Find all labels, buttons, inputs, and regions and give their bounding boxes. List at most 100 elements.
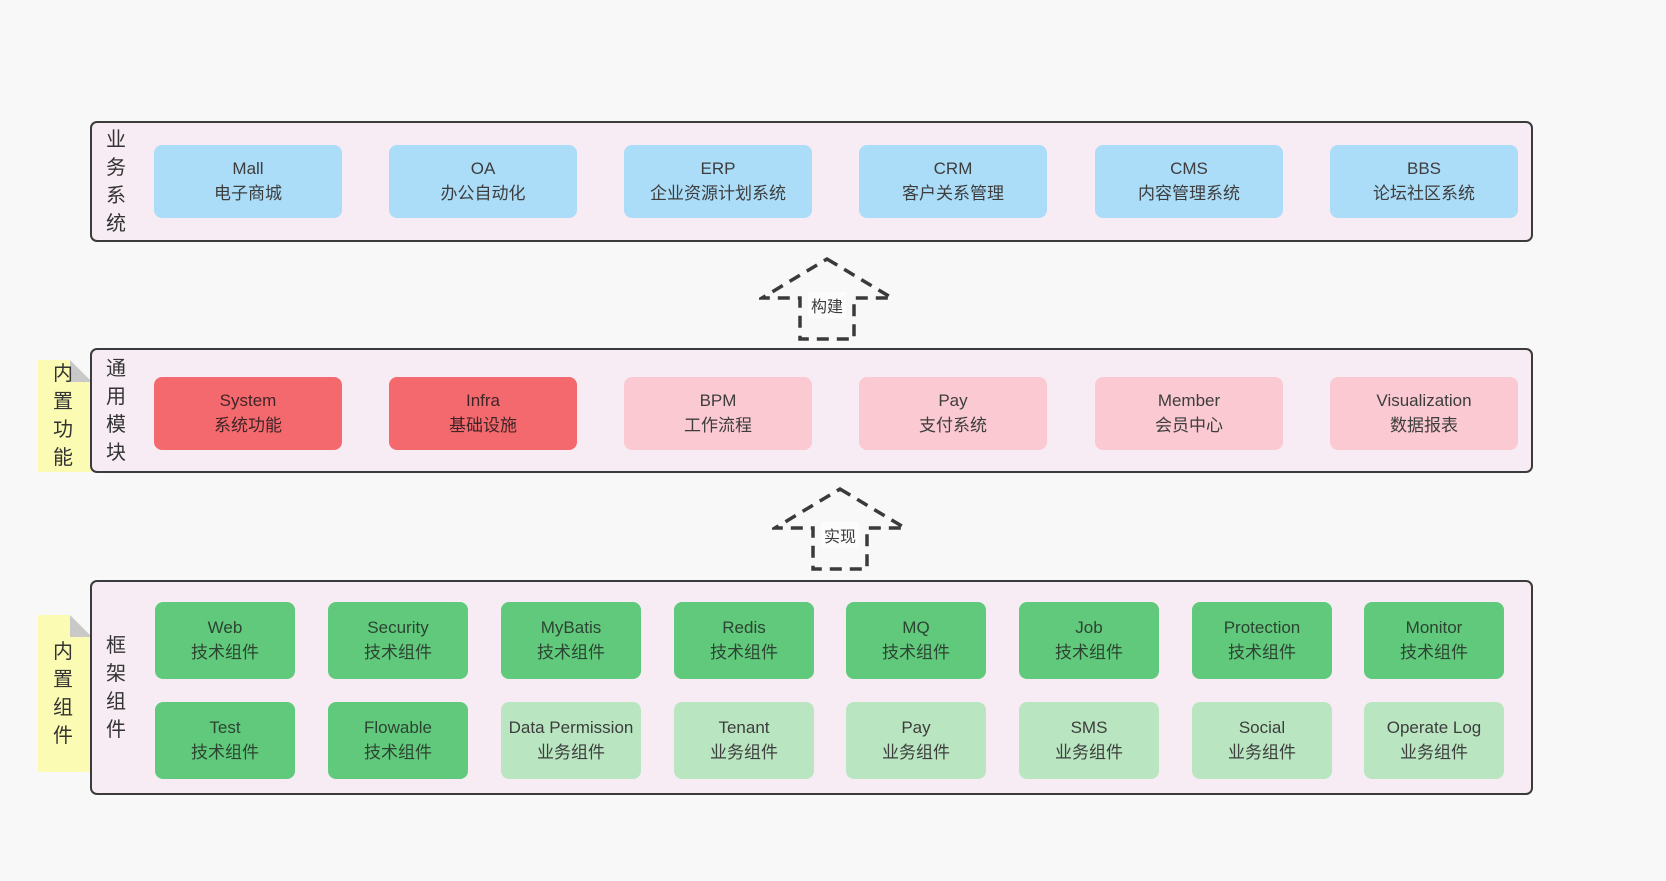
dashed-up-arrow-icon: [772, 486, 908, 571]
box-subtitle: 内容管理系统: [1138, 183, 1240, 203]
box-title: Infra: [465, 390, 501, 410]
box-title: Redis: [722, 617, 766, 637]
box-mq: MQ 技术组件: [846, 602, 986, 679]
box-subtitle: 技术组件: [1400, 642, 1468, 662]
box-subtitle: 技术组件: [882, 642, 950, 662]
box-oa: OA 办公自动化: [389, 145, 577, 218]
box-subtitle: 技术组件: [364, 742, 432, 762]
common-modules-label: 通用模块: [106, 357, 126, 464]
arrow-implement-label: 实现: [820, 522, 860, 548]
framework-components-panel: 框架组件 Web 技术组件 Security 技术组件 MyBatis 技术组件…: [90, 580, 1533, 795]
box-title: Pay: [938, 390, 968, 410]
box-monitor: Monitor 技术组件: [1364, 602, 1504, 679]
box-subtitle: 技术组件: [1055, 642, 1123, 662]
box-subtitle: 企业资源计划系统: [650, 183, 786, 203]
box-operate-log: Operate Log 业务组件: [1364, 702, 1504, 779]
box-subtitle: 技术组件: [191, 642, 259, 662]
box-title: Web: [207, 617, 243, 637]
box-subtitle: 业务组件: [1055, 742, 1123, 762]
box-title: Member: [1157, 390, 1221, 410]
business-systems-panel: 业务系统 Mall 电子商城 OA 办公自动化 ERP 企业资源计划系统 CRM…: [90, 121, 1533, 242]
box-title: MQ: [902, 617, 930, 637]
box-bpm: BPM 工作流程: [624, 377, 812, 450]
box-title: Security: [367, 617, 429, 637]
box-title: Visualization: [1376, 390, 1472, 410]
framework-components-label: 框架组件: [106, 634, 126, 741]
box-member: Member 会员中心: [1095, 377, 1283, 450]
box-subtitle: 业务组件: [537, 742, 605, 762]
box-title: BBS: [1406, 158, 1442, 178]
box-infra: Infra 基础设施: [389, 377, 577, 450]
box-title: Operate Log: [1386, 717, 1482, 737]
up-arrow-implement: 实现: [772, 486, 908, 572]
box-title: OA: [470, 158, 496, 178]
box-title: Mall: [232, 158, 264, 178]
box-crm: CRM 客户关系管理: [859, 145, 1047, 218]
box-title: System: [219, 390, 277, 410]
box-subtitle: 技术组件: [1228, 642, 1296, 662]
box-flowable: Flowable 技术组件: [328, 702, 468, 779]
box-tenant: Tenant 业务组件: [674, 702, 814, 779]
box-subtitle: 技术组件: [710, 642, 778, 662]
box-subtitle: 系统功能: [214, 415, 282, 435]
box-title: MyBatis: [540, 617, 602, 637]
box-title: Protection: [1223, 617, 1301, 637]
box-title: CMS: [1170, 158, 1208, 178]
dashed-up-arrow-icon: [759, 256, 895, 341]
box-visualization: Visualization 数据报表: [1330, 377, 1518, 450]
sticky-builtin-features-label: 内置功能: [53, 363, 73, 469]
sticky-note-builtin-components: 内置组件: [38, 615, 92, 772]
folded-corner-icon: [70, 615, 92, 637]
box-title: Test: [209, 717, 241, 737]
box-title: Data Permission: [508, 717, 634, 737]
box-subtitle: 支付系统: [919, 415, 987, 435]
box-mall: Mall 电子商城: [154, 145, 342, 218]
arrow-build-label: 构建: [807, 292, 847, 318]
box-mybatis: MyBatis 技术组件: [501, 602, 641, 679]
box-subtitle: 电子商城: [214, 183, 282, 203]
box-title: Job: [1075, 617, 1103, 637]
box-data-permission: Data Permission 业务组件: [501, 702, 641, 779]
sticky-builtin-components-label: 内置组件: [53, 640, 73, 747]
box-subtitle: 技术组件: [537, 642, 605, 662]
box-subtitle: 会员中心: [1155, 415, 1223, 435]
box-subtitle: 业务组件: [1228, 742, 1296, 762]
box-title: Flowable: [363, 717, 433, 737]
common-modules-panel: 通用模块 System 系统功能 Infra 基础设施 BPM 工作流程 Pay…: [90, 348, 1533, 473]
box-title: SMS: [1070, 717, 1108, 737]
business-systems-label: 业务系统: [106, 128, 126, 235]
box-test: Test 技术组件: [155, 702, 295, 779]
box-subtitle: 工作流程: [684, 415, 752, 435]
box-title: Monitor: [1405, 617, 1463, 637]
box-subtitle: 业务组件: [1400, 742, 1468, 762]
box-erp: ERP 企业资源计划系统: [624, 145, 812, 218]
box-subtitle: 办公自动化: [440, 183, 526, 203]
box-subtitle: 技术组件: [364, 642, 432, 662]
box-sms: SMS 业务组件: [1019, 702, 1159, 779]
box-system: System 系统功能: [154, 377, 342, 450]
box-title: Social: [1238, 717, 1286, 737]
box-security: Security 技术组件: [328, 602, 468, 679]
box-title: CRM: [933, 158, 973, 178]
box-subtitle: 客户关系管理: [902, 183, 1004, 203]
box-subtitle: 论坛社区系统: [1373, 183, 1475, 203]
box-title: Pay: [901, 717, 931, 737]
box-job: Job 技术组件: [1019, 602, 1159, 679]
box-social: Social 业务组件: [1192, 702, 1332, 779]
box-redis: Redis 技术组件: [674, 602, 814, 679]
box-subtitle: 业务组件: [710, 742, 778, 762]
box-pay-component: Pay 业务组件: [846, 702, 986, 779]
box-web: Web 技术组件: [155, 602, 295, 679]
box-title: BPM: [699, 390, 737, 410]
box-bbs: BBS 论坛社区系统: [1330, 145, 1518, 218]
up-arrow-build: 构建: [759, 256, 895, 342]
box-title: ERP: [700, 158, 736, 178]
box-subtitle: 基础设施: [449, 415, 517, 435]
box-title: Tenant: [718, 717, 770, 737]
box-protection: Protection 技术组件: [1192, 602, 1332, 679]
box-subtitle: 业务组件: [882, 742, 950, 762]
box-subtitle: 数据报表: [1390, 415, 1458, 435]
box-subtitle: 技术组件: [191, 742, 259, 762]
box-cms: CMS 内容管理系统: [1095, 145, 1283, 218]
box-pay-module: Pay 支付系统: [859, 377, 1047, 450]
